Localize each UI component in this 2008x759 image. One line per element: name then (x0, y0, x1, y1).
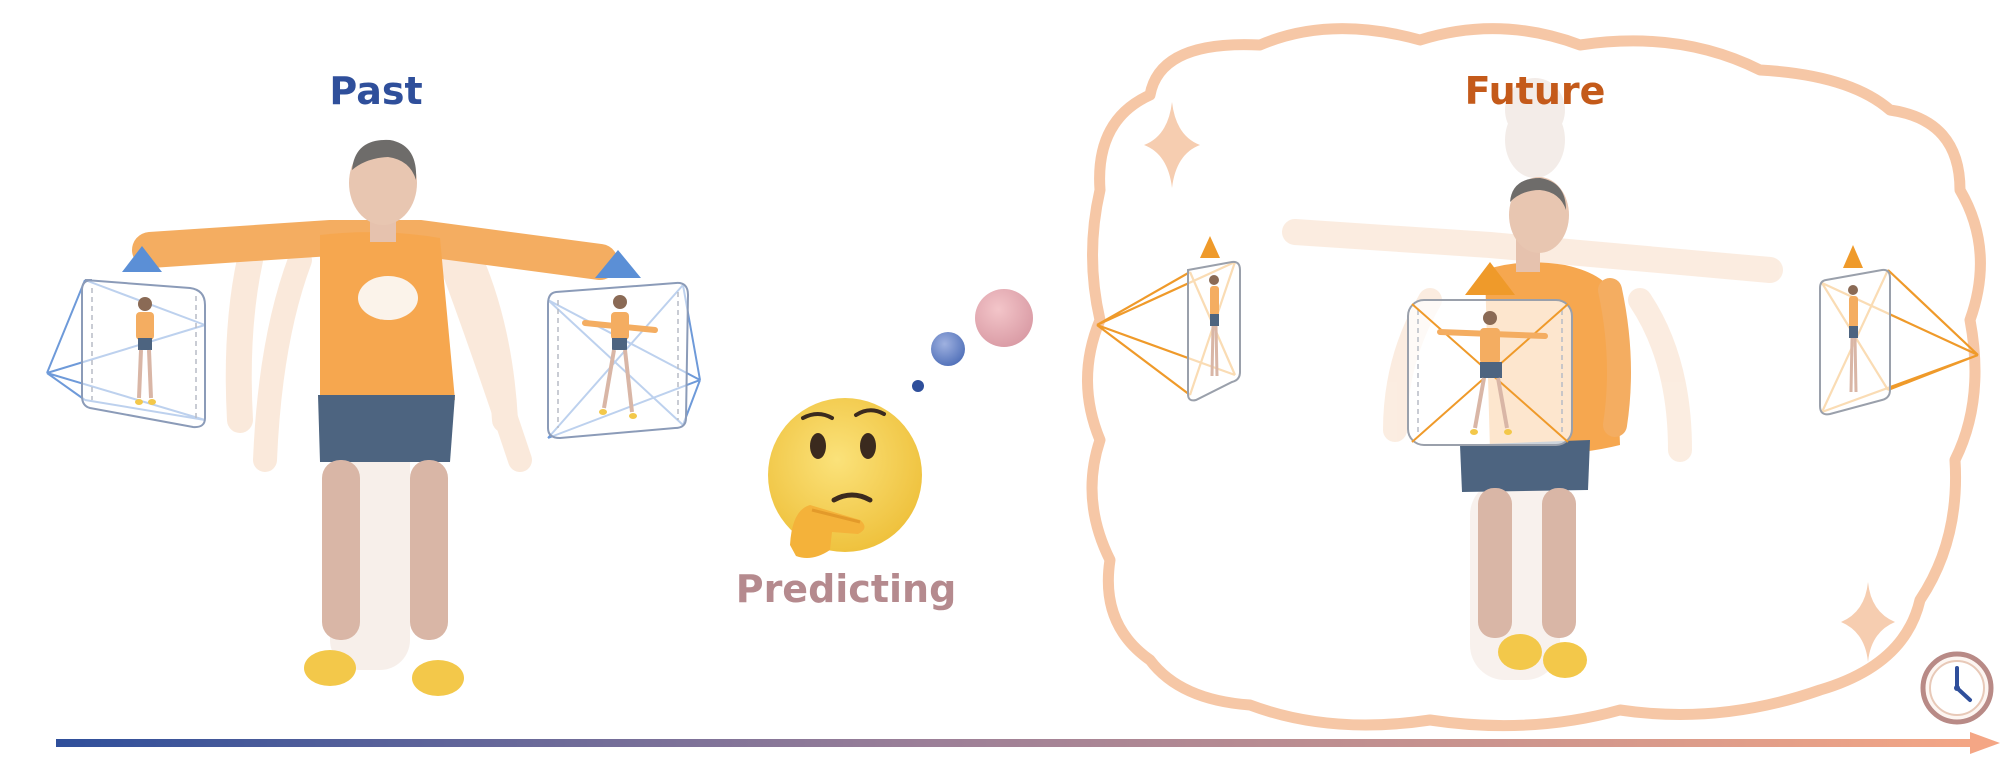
future-camera-right-thumbnail (1848, 285, 1858, 393)
past-camera-left-thumbnail (135, 297, 156, 405)
future-camera-left (1096, 236, 1241, 402)
past-section: Past (46, 69, 701, 696)
thought-bubble-medium (931, 332, 965, 366)
thought-bubble-small (912, 380, 924, 392)
future-title: Future (1465, 69, 1606, 113)
predicting-section: Predicting (736, 289, 1033, 611)
thought-bubble-large (975, 289, 1033, 347)
timeline-arrow (56, 732, 2000, 754)
clock-icon (1920, 651, 1994, 725)
sparkle-icon (1841, 582, 1895, 662)
past-human-figure (132, 139, 618, 696)
future-camera-right (1819, 245, 1979, 416)
future-camera-center (1407, 262, 1573, 446)
predicting-label: Predicting (736, 567, 957, 611)
future-camera-left-thumbnail (1209, 275, 1219, 377)
sparkle-icon (1144, 102, 1200, 188)
past-camera-right (547, 250, 701, 440)
thinking-face-icon (768, 398, 922, 558)
past-camera-left (46, 246, 206, 429)
past-title: Past (329, 69, 422, 113)
past-camera-right-thumbnail (582, 295, 658, 419)
future-section: Future (1082, 23, 1986, 732)
future-camera-center-thumbnail (1437, 311, 1548, 435)
